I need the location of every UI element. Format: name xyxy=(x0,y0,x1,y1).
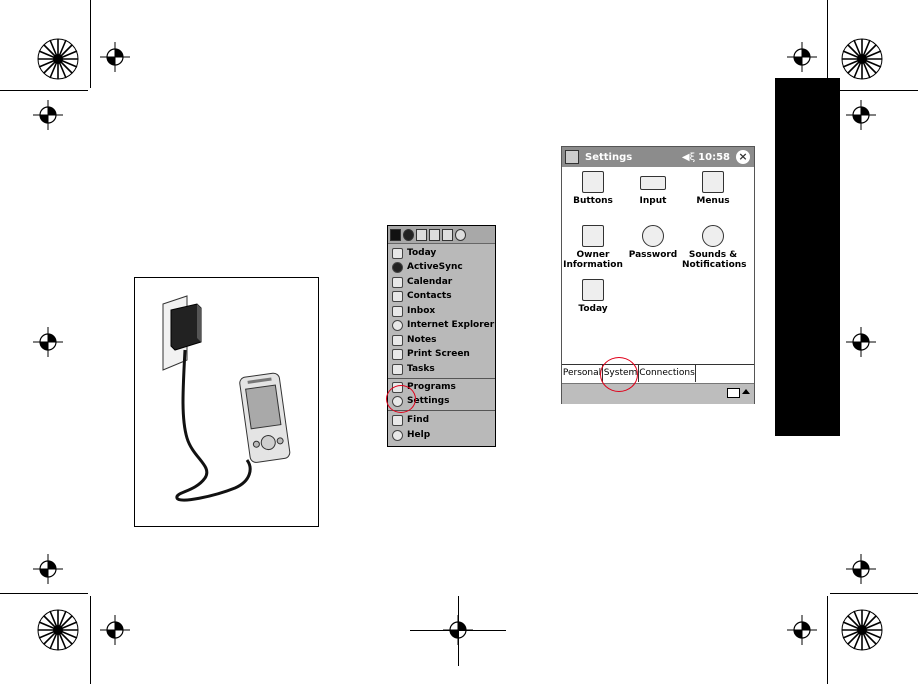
command-bar xyxy=(562,383,754,404)
star-target-icon xyxy=(841,38,883,80)
speaker-icon[interactable]: ◀ξ xyxy=(681,151,696,163)
start-menu-item-internet-explorer[interactable]: Internet Explorer xyxy=(388,318,495,332)
registration-mark-icon xyxy=(846,554,876,584)
activesync-icon[interactable] xyxy=(403,228,414,241)
title-bar: Settings ◀ξ 10:58 × xyxy=(562,147,754,167)
clock[interactable]: 10:58 xyxy=(698,151,730,163)
print-screen-icon xyxy=(392,348,403,360)
contacts-icon xyxy=(392,290,403,302)
ac-adapter-device-icon xyxy=(162,295,291,502)
start-menu-recent-programs xyxy=(388,226,495,244)
start-menu-item-help[interactable]: Help xyxy=(388,428,495,442)
keyboard-icon xyxy=(640,176,666,190)
settings-tile-today[interactable]: Today xyxy=(562,279,624,314)
settings-highlight-circle xyxy=(386,385,416,413)
keyboard-icon[interactable] xyxy=(727,388,740,398)
inbox-icon[interactable] xyxy=(429,228,440,241)
settings-tile-password[interactable]: Password xyxy=(622,225,684,260)
internet-explorer-icon xyxy=(392,319,403,331)
star-target-icon xyxy=(37,609,79,651)
registration-mark-icon xyxy=(33,327,63,357)
notes-icon[interactable] xyxy=(416,228,427,241)
tab-personal[interactable]: Personal xyxy=(562,368,602,378)
start-menu-item-today[interactable]: Today xyxy=(388,246,495,260)
contacts-icon[interactable] xyxy=(442,228,453,241)
settings-tile-owner-information[interactable]: Owner Information xyxy=(562,225,624,270)
charger-illustration xyxy=(134,277,319,527)
start-menu-item-print-screen[interactable]: Print Screen xyxy=(388,347,495,361)
registration-mark-icon xyxy=(33,554,63,584)
start-flag-icon[interactable] xyxy=(565,150,579,164)
menus-icon xyxy=(702,171,724,193)
tasks-icon xyxy=(392,363,403,375)
registration-mark-icon xyxy=(787,615,817,645)
owner-information-icon xyxy=(582,225,604,247)
buttons-icon xyxy=(582,171,604,193)
start-menu-item-contacts[interactable]: Contacts xyxy=(388,289,495,303)
chapter-tab-block xyxy=(775,78,840,436)
find-icon xyxy=(392,414,403,426)
today-icon xyxy=(582,279,604,301)
window-title: Settings xyxy=(585,151,633,163)
start-menu-item-calendar[interactable]: Calendar xyxy=(388,275,495,289)
internet-explorer-icon[interactable] xyxy=(455,228,466,241)
activesync-icon xyxy=(392,261,403,273)
system-tab-highlight-circle xyxy=(600,357,638,392)
star-target-icon xyxy=(37,38,79,80)
start-menu-item-tasks[interactable]: Tasks xyxy=(388,362,495,376)
speaker-icon xyxy=(702,225,724,247)
input-panel-arrow-icon[interactable] xyxy=(742,389,750,394)
tab-connections[interactable]: Connections xyxy=(638,365,696,382)
keys-icon xyxy=(642,225,664,247)
calendar-icon xyxy=(392,276,403,288)
start-menu-item-activesync[interactable]: ActiveSync xyxy=(388,260,495,274)
settings-tile-input[interactable]: Input xyxy=(622,171,684,206)
start-menu-separator xyxy=(388,410,495,411)
settings-window: Settings ◀ξ 10:58 × Buttons Input Menus … xyxy=(561,146,755,404)
star-target-icon xyxy=(841,609,883,651)
start-menu: Today ActiveSync Calendar Contacts Inbox… xyxy=(387,225,496,447)
notes-icon xyxy=(392,334,403,346)
today-icon xyxy=(392,247,403,259)
registration-mark-icon xyxy=(100,615,130,645)
settings-tile-buttons[interactable]: Buttons xyxy=(562,171,624,206)
start-flag-icon[interactable] xyxy=(390,228,401,241)
registration-mark-icon xyxy=(846,100,876,130)
settings-tabs: Personal System Connections xyxy=(562,364,754,383)
inbox-icon xyxy=(392,305,403,317)
registration-mark-icon xyxy=(787,42,817,72)
start-menu-item-find[interactable]: Find xyxy=(388,413,495,427)
registration-mark-icon xyxy=(100,42,130,72)
registration-mark-icon xyxy=(846,327,876,357)
settings-tile-sounds-notifications[interactable]: Sounds & Notifications xyxy=(682,225,747,270)
start-menu-item-notes[interactable]: Notes xyxy=(388,333,495,347)
settings-tile-menus[interactable]: Menus xyxy=(682,171,744,206)
start-menu-separator xyxy=(388,378,495,379)
start-menu-item-inbox[interactable]: Inbox xyxy=(388,304,495,318)
help-icon xyxy=(392,429,403,441)
close-icon[interactable]: × xyxy=(736,150,750,164)
registration-mark-icon xyxy=(33,100,63,130)
